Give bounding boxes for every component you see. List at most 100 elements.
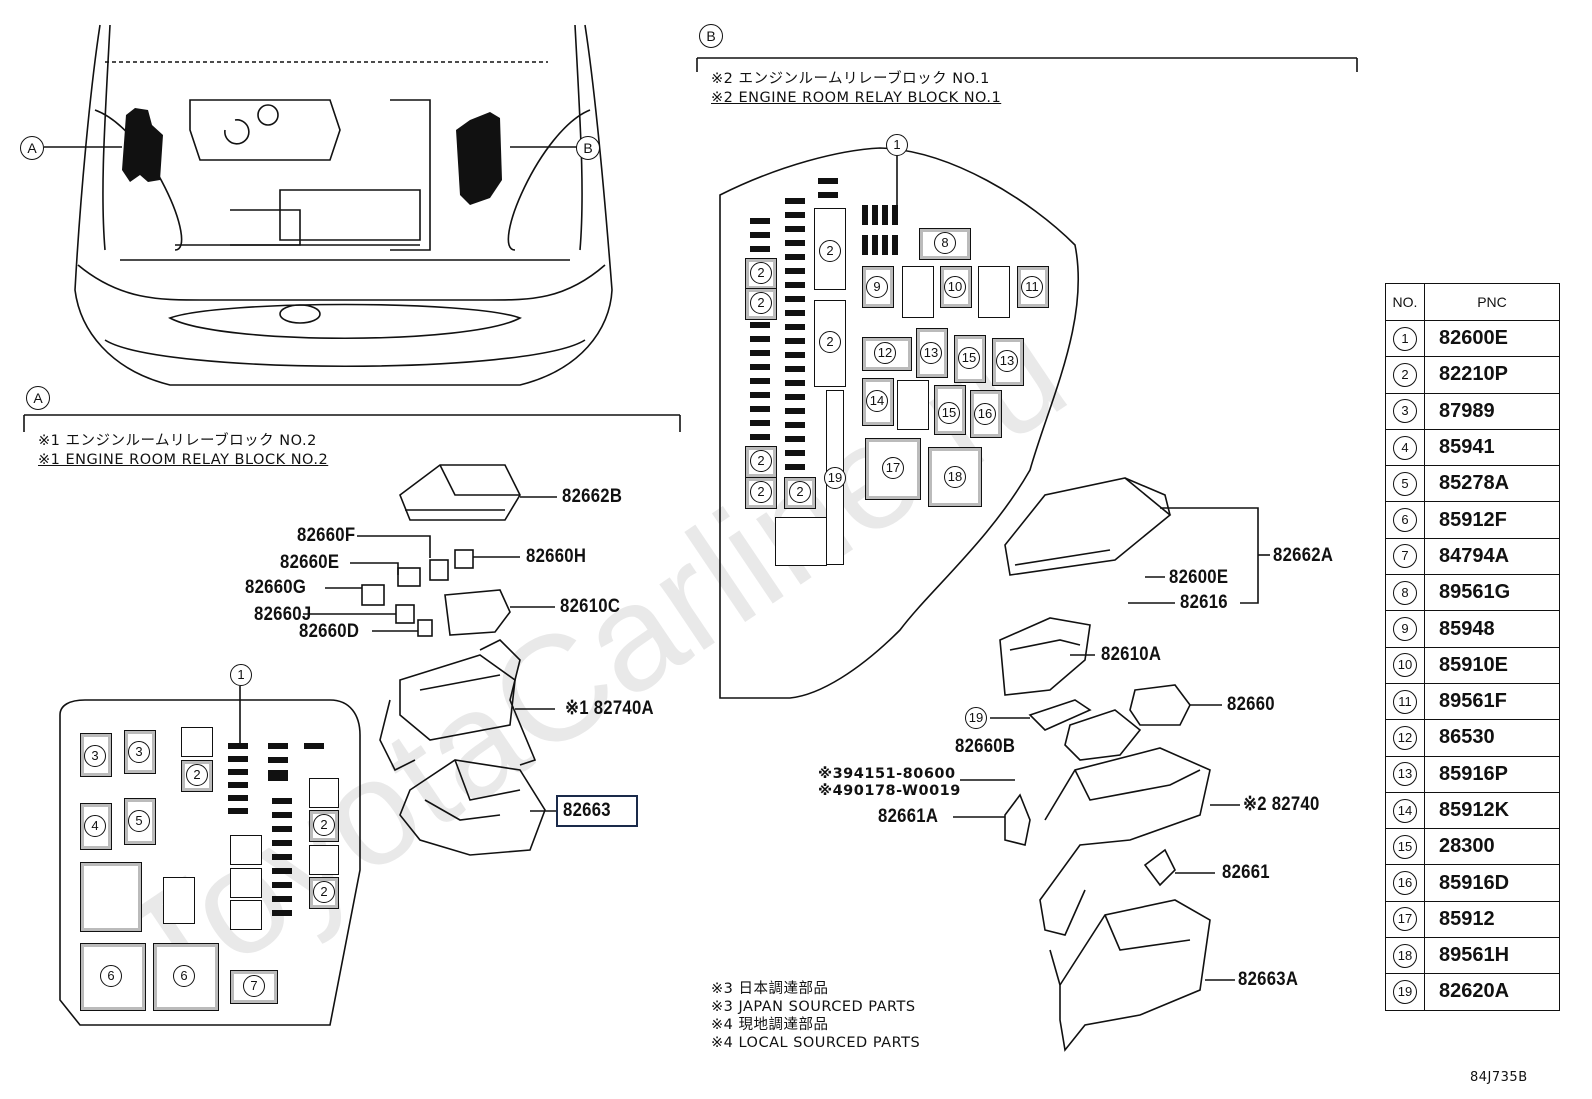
part-82662B-label[interactable]: 82662B (562, 486, 623, 507)
pnc-row-code[interactable]: 82210P (1424, 356, 1560, 394)
pnc-row-code[interactable]: 85916D (1424, 864, 1560, 902)
part-82660J-label[interactable]: 82660J (254, 604, 312, 625)
pnc-row-no: 3 (1385, 392, 1425, 430)
fuse-slot (785, 198, 805, 204)
part-82610C-label[interactable]: 82610C (560, 596, 621, 617)
fuse-slot (228, 756, 248, 762)
part-82662A-label[interactable]: 82662A (1273, 545, 1334, 566)
pnc-row-code[interactable]: 85912 (1424, 900, 1560, 939)
fuse-slot (882, 205, 888, 225)
pnc-row-code[interactable]: 85916P (1424, 755, 1560, 793)
fuse-slot (785, 394, 805, 400)
pnc-row-code[interactable]: 82600E (1424, 319, 1560, 358)
callout-a: A (20, 136, 44, 160)
slot-empty-a3 (230, 835, 262, 865)
ref-1-a: 1 (230, 664, 252, 686)
pnc-row-no: 17 (1385, 900, 1425, 939)
fuse-slot (872, 235, 878, 255)
fuse-slot (272, 896, 292, 902)
part-82740A-sketch (379, 639, 537, 772)
part-82740-label[interactable]: ※2 82740 (1243, 794, 1320, 815)
pnc-row-code[interactable]: 82620A (1424, 973, 1560, 1011)
fuse-slot (268, 770, 288, 776)
ref-2-b4: 2 (750, 292, 772, 314)
ref-4: 4 (84, 815, 106, 837)
section-a-note-jp: ※1 エンジンルームリレーブロック NO.2 (38, 433, 317, 449)
pnc-row[interactable]: 11 89561F (1385, 682, 1560, 721)
row-number-circle: 19 (1393, 979, 1417, 1004)
pnc-row-code[interactable]: 85941 (1424, 428, 1560, 467)
fuse-slot (228, 782, 248, 788)
pnc-row-code[interactable]: 28300 (1424, 828, 1560, 866)
ref-18: 18 (944, 466, 966, 488)
ref-2-b5: 2 (750, 450, 772, 472)
row-number-circle: 11 (1393, 689, 1417, 714)
fuse-slot (785, 324, 805, 330)
fuse-slot (750, 364, 770, 370)
pnc-row-code[interactable]: 85278A (1424, 465, 1560, 503)
part-82661A-label[interactable]: 82661A (878, 806, 939, 827)
part-82660D-label[interactable]: 82660D (299, 621, 360, 642)
pnc-row-code[interactable]: 85912F (1424, 501, 1560, 539)
part-82610A-label[interactable]: 82610A (1101, 644, 1162, 665)
slot-empty-a5 (230, 900, 262, 930)
part-82616-label[interactable]: 82616 (1180, 592, 1228, 613)
part-82740-sketch (1039, 747, 1211, 936)
pnc-row[interactable]: 19 82620A (1385, 973, 1560, 1011)
pnc-row-code[interactable]: 87989 (1424, 392, 1560, 430)
fuse-slot (268, 743, 288, 749)
ref-13-a: 13 (920, 342, 942, 364)
part-82661-label[interactable]: 82661 (1222, 862, 1270, 883)
pnc-row-code[interactable]: 84794A (1424, 537, 1560, 576)
col-pnc-header: PNC (1424, 283, 1560, 321)
part-490178-label[interactable]: ※490178-W0019 (818, 783, 961, 799)
ref-15-a: 15 (958, 347, 980, 369)
ref-5: 5 (128, 810, 150, 832)
pnc-row-no: 6 (1385, 501, 1425, 539)
fuse-slot (750, 434, 770, 440)
pnc-row-code[interactable]: 89561G (1424, 574, 1560, 612)
pnc-row-code[interactable]: 85948 (1424, 610, 1560, 648)
footnote-3-jp: ※3 日本調達部品 (711, 981, 829, 997)
part-82663A-label[interactable]: 82663A (1238, 969, 1299, 990)
fuse-slot (785, 436, 805, 442)
row-number-circle: 3 (1393, 399, 1417, 424)
pnc-row[interactable]: 3 87989 (1385, 392, 1560, 430)
part-82660B-label[interactable]: 82660B (955, 736, 1016, 757)
part-82660-label[interactable]: 82660 (1227, 694, 1275, 715)
pnc-row-code[interactable]: 85910E (1424, 646, 1560, 684)
fuse-slot (785, 338, 805, 344)
part-82740A-label[interactable]: ※1 82740A (565, 698, 654, 719)
pnc-row-code[interactable]: 86530 (1424, 719, 1560, 757)
pnc-row-code[interactable]: 85912K (1424, 791, 1560, 830)
pnc-row-code[interactable]: 89561H (1424, 937, 1560, 975)
part-82660E-label[interactable]: 82660E (280, 552, 340, 573)
part-82661A-sketch (1004, 793, 1031, 846)
part-82660G-label[interactable]: 82660G (245, 577, 307, 598)
slot-empty-b1 (775, 517, 827, 566)
part-82600E-label[interactable]: 82600E (1169, 567, 1229, 588)
part-82660H-label[interactable]: 82660H (526, 546, 587, 567)
part-82663-label[interactable]: 82663 (563, 800, 611, 821)
fuse-slot (862, 235, 868, 255)
pnc-row-code[interactable]: 89561F (1424, 682, 1560, 721)
part-82660F-label[interactable]: 82660F (297, 525, 356, 546)
part-394151-label[interactable]: ※394151-80600 (818, 766, 956, 782)
